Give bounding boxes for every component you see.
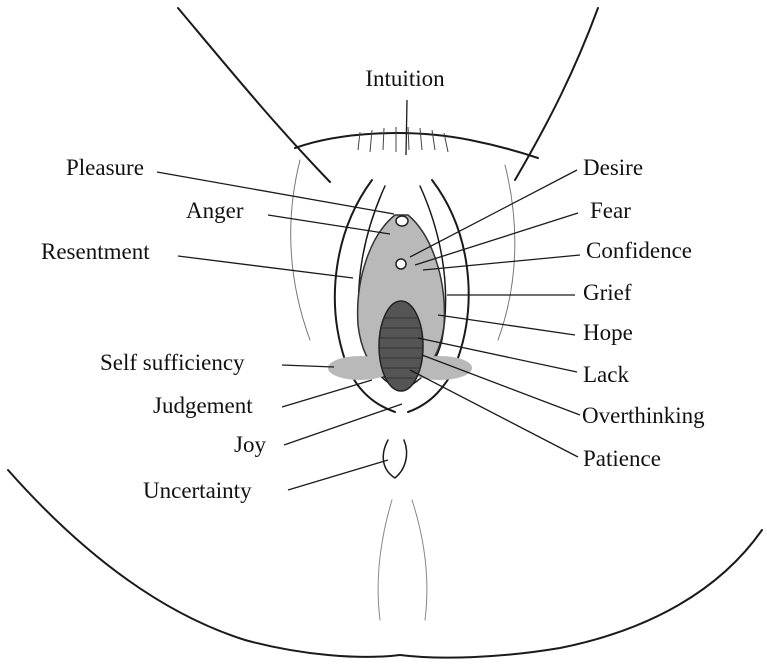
label-overthinking: Overthinking: [582, 403, 705, 428]
label-anger: Anger: [186, 198, 244, 223]
urethra-marker: [396, 259, 406, 269]
label-confidence: Confidence: [586, 238, 692, 263]
hatching: [358, 127, 448, 152]
label-grief: Grief: [583, 280, 632, 305]
label-resentment: Resentment: [41, 239, 150, 264]
label-joy: Joy: [234, 432, 266, 457]
label-fear: Fear: [590, 198, 631, 223]
shaded-region: [328, 215, 472, 391]
label-intuition: Intuition: [365, 66, 445, 91]
label-lack: Lack: [583, 362, 629, 387]
label-uncertainty: Uncertainty: [143, 478, 252, 503]
label-hope: Hope: [583, 320, 633, 345]
label-pleasure: Pleasure: [66, 155, 144, 180]
label-self-sufficiency: Self sufficiency: [100, 350, 245, 375]
label-patience: Patience: [583, 446, 661, 471]
label-desire: Desire: [583, 155, 643, 180]
clitoris-marker: [396, 216, 408, 226]
label-judgement: Judgement: [153, 393, 253, 418]
